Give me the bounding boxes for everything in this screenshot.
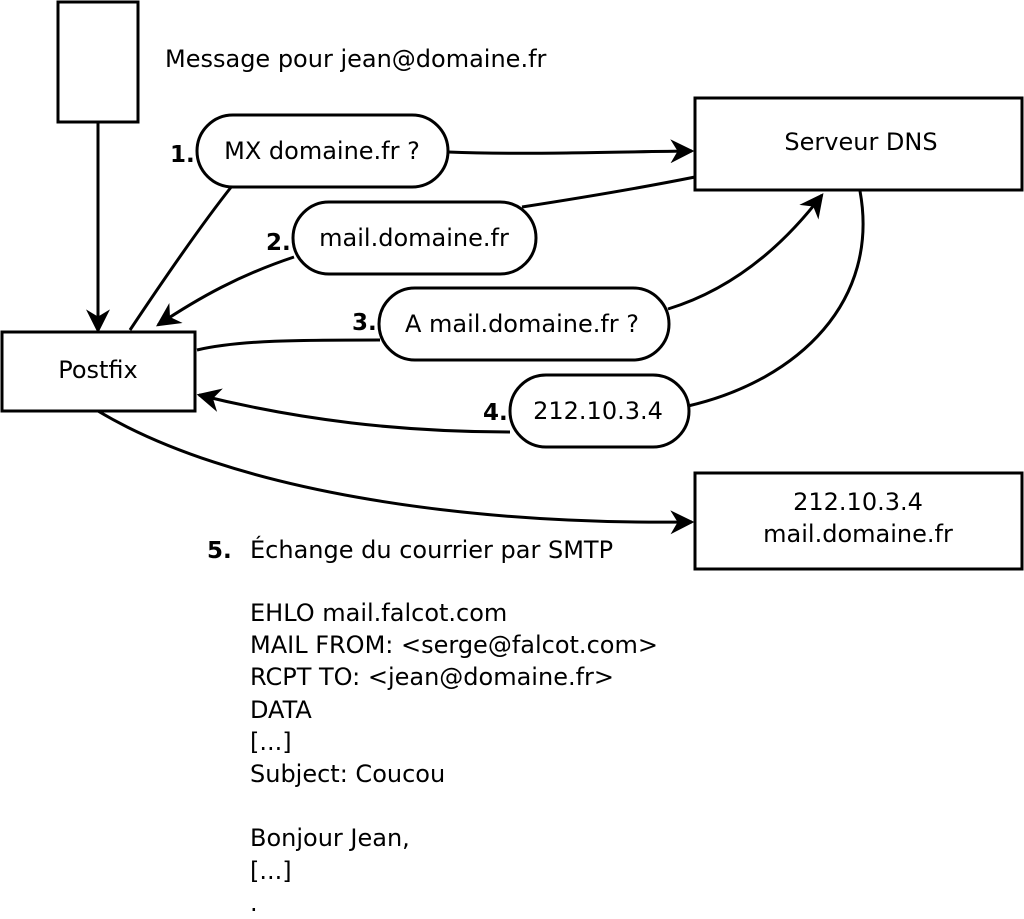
arrow-postfix-to-mail-server [97, 409, 695, 535]
smtp-line: MAIL FROM: <serge@falcot.com> [250, 631, 658, 660]
step2-bubble [291, 200, 538, 276]
mail-server-ip: 212.10.3.4 [793, 488, 923, 516]
postfix-label: Postfix [58, 356, 138, 384]
arrow-step2-to-postfix [156, 255, 295, 327]
step3-number: 3. [352, 310, 377, 336]
step3-label: A mail.domaine.fr ? [405, 310, 639, 338]
connector-postfix-step3 [196, 338, 381, 352]
smtp-line: [...] [250, 727, 292, 756]
step1-bubble [195, 113, 450, 189]
step4-number: 4. [483, 400, 508, 426]
smtp-line: . [250, 888, 258, 917]
arrow-step3-to-dns [667, 193, 824, 311]
step1-label: MX domaine.fr ? [224, 137, 420, 165]
mail-server-host: mail.domaine.fr [763, 520, 953, 548]
step4-label: 212.10.3.4 [533, 397, 663, 425]
dns-server-box [693, 96, 1024, 192]
step2-number: 2. [266, 230, 291, 256]
connector-step1-postfix [128, 185, 234, 331]
arrow-step4-to-postfix [196, 388, 511, 434]
connector-dns-step2 [521, 175, 696, 209]
smtp-line: Subject: Coucou [250, 760, 446, 789]
smtp-line: Bonjour Jean, [250, 824, 410, 853]
step1-number: 1. [170, 142, 195, 168]
step2-label: mail.domaine.fr [319, 224, 509, 252]
smtp-line: DATA [250, 695, 312, 724]
message-document [56, 0, 140, 124]
dns-server-label: Serveur DNS [784, 128, 937, 156]
smtp-line: [...] [250, 856, 292, 885]
mail-server-box [693, 471, 1024, 571]
connector-dns-step4 [687, 190, 865, 408]
smtp-line: EHLO mail.falcot.com [250, 599, 508, 627]
smtp-line [250, 790, 658, 822]
step3-bubble [377, 286, 671, 362]
smtp-line: RCPT TO: <jean@domaine.fr> [250, 663, 615, 692]
arrow-step1-to-dns [447, 139, 695, 164]
step4-bubble [508, 373, 691, 449]
message-label: Message pour jean@domaine.fr [165, 45, 547, 73]
step5-title: Échange du courrier par SMTP [250, 535, 613, 564]
step5-number: 5. [207, 538, 232, 564]
